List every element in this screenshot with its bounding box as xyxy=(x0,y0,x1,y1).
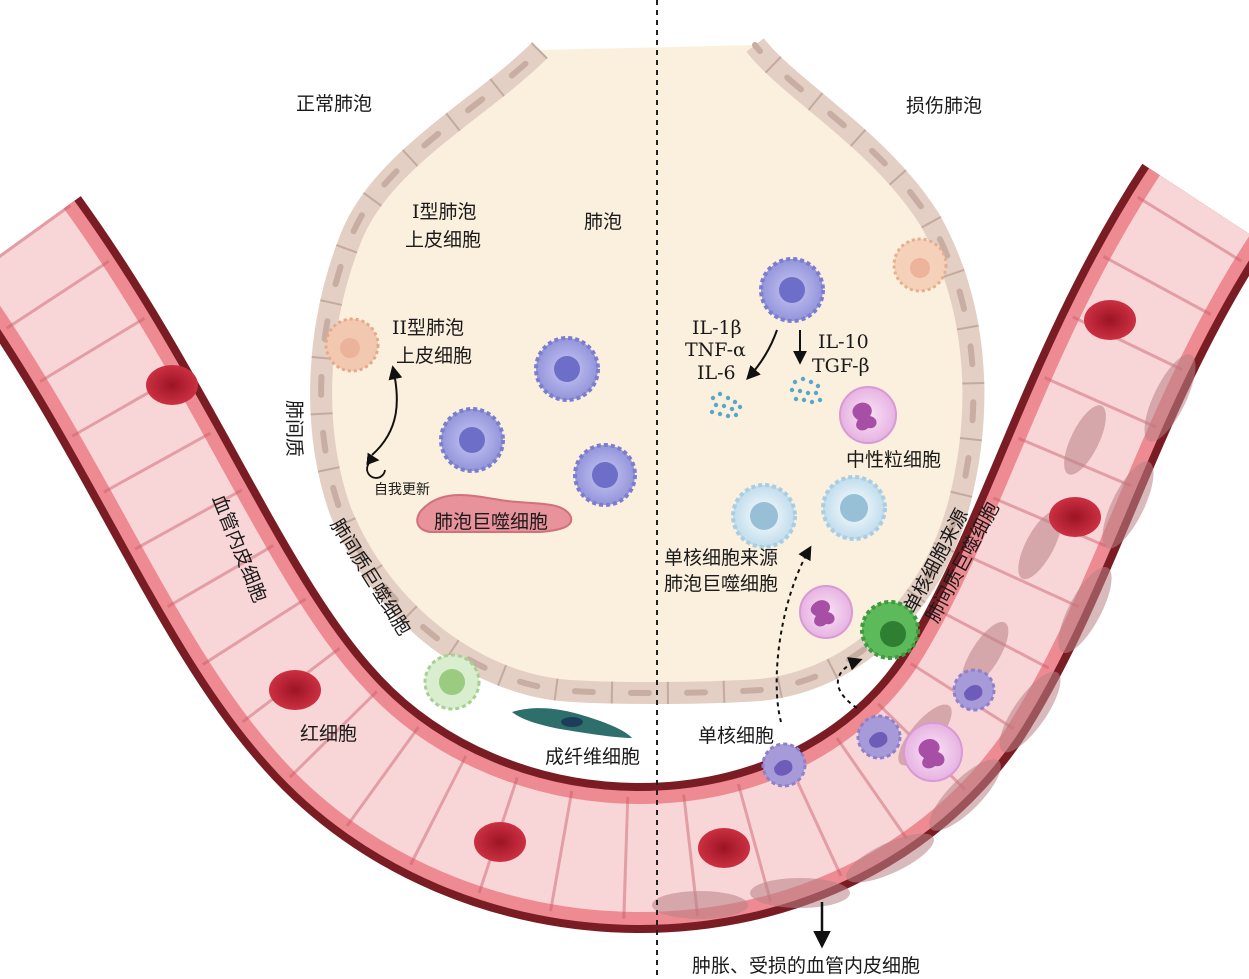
label-type2-line2: 上皮细胞 xyxy=(396,345,472,367)
type2-epithelial-cell xyxy=(326,319,378,371)
red-blood-cell xyxy=(1049,497,1101,537)
alveolar-macrophage xyxy=(536,338,598,400)
red-blood-cell xyxy=(698,828,750,868)
label-type1-line1: I型肺泡 xyxy=(412,201,477,223)
label-pro-cytokine-3: IL-6 xyxy=(697,362,736,384)
label-pro-cytokine-1: IL-1β xyxy=(692,317,742,339)
label-anti-cytokine-1: IL-10 xyxy=(818,331,869,353)
label-interstitium: 肺间质 xyxy=(283,400,305,457)
label-red-blood-cell: 红细胞 xyxy=(300,723,357,745)
neutrophil xyxy=(840,387,896,443)
alveolar-macrophage xyxy=(575,445,635,505)
label-neutrophil: 中性粒细胞 xyxy=(846,449,941,471)
alveolar-macrophage xyxy=(441,409,503,471)
damaged-type2-cell xyxy=(894,239,946,291)
label-pro-cytokine-2: TNF-α xyxy=(685,339,746,361)
label-type1-line2: 上皮细胞 xyxy=(405,229,481,251)
label-self-renewal: 自我更新 xyxy=(374,482,430,498)
label-anti-cytokine-2: TGF-β xyxy=(812,355,870,377)
neutrophil xyxy=(904,723,962,781)
label-alveolus: 肺泡 xyxy=(584,211,622,233)
alveolus xyxy=(321,45,973,693)
monocyte xyxy=(763,744,805,786)
label-monocyte: 单核细胞 xyxy=(698,725,774,747)
label-type2-line1: II型肺泡 xyxy=(392,317,464,339)
monocyte-derived-alveolar-macrophage xyxy=(823,477,885,539)
interstitial-macrophage xyxy=(425,655,479,709)
label-mono-am-line2: 肺泡巨噬细胞 xyxy=(664,573,778,595)
red-blood-cell xyxy=(269,670,321,710)
red-blood-cell xyxy=(146,365,198,405)
label-alveolar-macrophage: 肺泡巨噬细胞 xyxy=(434,511,548,533)
label-mono-am-line1: 单核细胞来源 xyxy=(664,547,778,569)
label-fibroblast: 成纤维细胞 xyxy=(545,746,640,768)
neutrophil xyxy=(800,586,852,638)
monocyte-derived-alveolar-macrophage xyxy=(733,485,795,547)
monocyte xyxy=(858,716,900,758)
red-blood-cell xyxy=(1084,300,1136,340)
red-blood-cell xyxy=(474,822,526,862)
monocyte xyxy=(954,670,994,710)
label-damaged-endothelium: 肿胀、受损的血管内皮细胞 xyxy=(692,955,920,977)
label-normal-alveolus: 正常肺泡 xyxy=(296,93,372,115)
activated-macrophage xyxy=(761,259,823,321)
label-injured-alveolus: 损伤肺泡 xyxy=(906,95,982,117)
